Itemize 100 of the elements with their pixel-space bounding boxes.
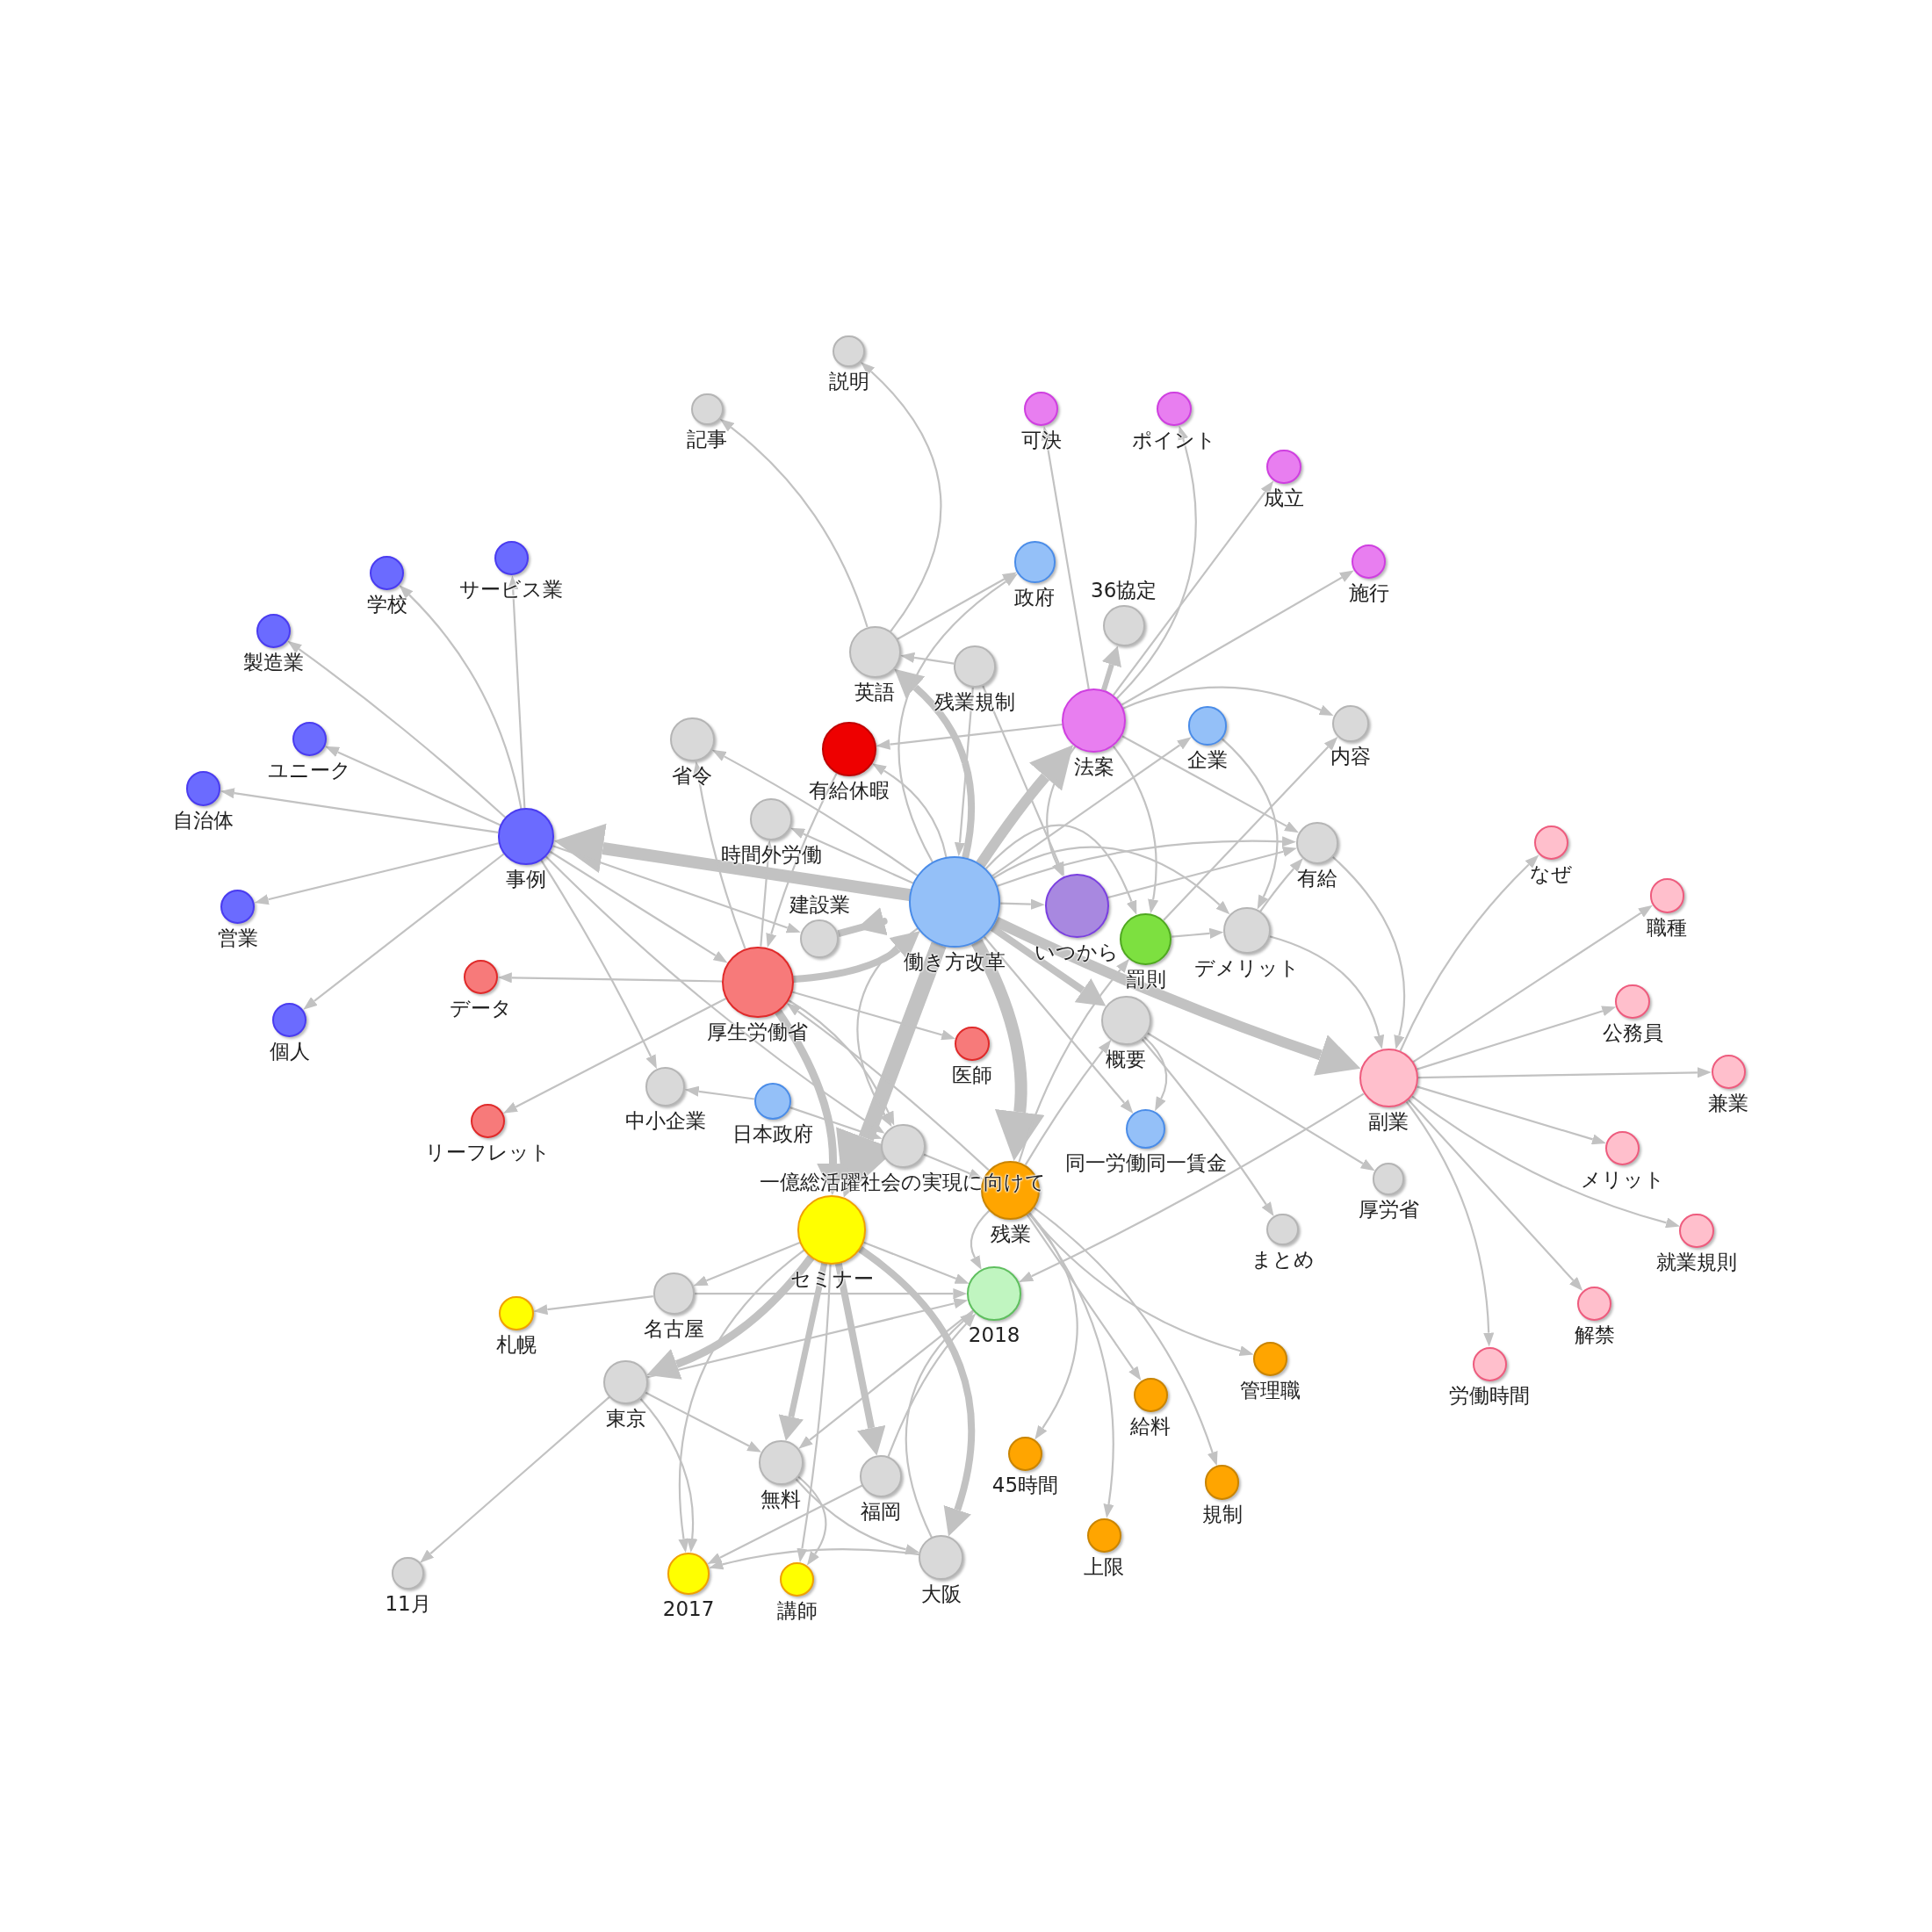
arrow [794, 1477, 921, 1556]
node-label: 無料 [761, 1487, 802, 1511]
arrow [856, 926, 919, 1128]
arrow [1025, 1213, 1143, 1382]
arrow [1268, 934, 1386, 1050]
arrow [953, 686, 975, 858]
arrow [718, 417, 869, 629]
arrow [899, 651, 955, 666]
node-label: リーフレット [425, 1141, 551, 1165]
arrow [532, 1294, 654, 1316]
node-label: ユニーク [267, 759, 351, 783]
arrow [507, 574, 527, 810]
arrow [1046, 745, 1078, 878]
node-label: 2017 [662, 1597, 715, 1621]
arrow [999, 898, 1046, 911]
arrow [1398, 854, 1540, 1053]
node-label: 働き方改革 [904, 949, 1006, 974]
node-label: 罰則 [1125, 967, 1166, 991]
arrow [398, 584, 523, 811]
node-label: 政府 [1014, 585, 1056, 609]
node-label: 就業規則 [1656, 1251, 1737, 1275]
arrow [898, 573, 1019, 864]
node-label: データ [449, 997, 512, 1021]
arrow [644, 1390, 763, 1453]
node-label: 概要 [1106, 1047, 1147, 1071]
node-label: 医師 [952, 1063, 992, 1088]
node-label: 成立 [1264, 487, 1304, 511]
node-label: 上限 [1084, 1554, 1125, 1579]
node-label: 厚生労働省 [707, 1020, 809, 1044]
arrow [790, 990, 957, 1042]
arrow [302, 852, 506, 1011]
arrow [646, 1297, 970, 1380]
arrow [419, 1395, 611, 1564]
node-label: 残業規制 [934, 689, 1015, 714]
arrow [785, 1002, 991, 1172]
node-label: 同一労働同一賃金 [1064, 1150, 1227, 1175]
node-label: 企業 [1187, 747, 1228, 772]
node-label: 営業 [217, 926, 258, 951]
node-label: セミナー [789, 1266, 874, 1291]
node-label: 個人 [269, 1040, 310, 1064]
arrow [789, 826, 915, 885]
arrow [969, 1208, 991, 1272]
node-label: 労働時間 [1449, 1383, 1531, 1408]
arrow [1416, 1005, 1618, 1071]
node-label: 時間外労働 [720, 842, 822, 867]
arrow [1171, 926, 1225, 941]
node-label: 省令 [672, 764, 713, 789]
node-label: 副業 [1368, 1110, 1409, 1135]
node-label: 講師 [776, 1599, 818, 1624]
node-label: 日本政府 [732, 1122, 813, 1147]
node-label: 給料 [1130, 1414, 1171, 1438]
arrow [1143, 1034, 1169, 1113]
arrow [981, 684, 1065, 877]
arrow [539, 859, 658, 1071]
node-label: 兼業 [1708, 1092, 1749, 1116]
arrow [1121, 734, 1300, 834]
arrow [1404, 1099, 1496, 1348]
arrow [1330, 854, 1407, 1051]
arrow [1407, 1098, 1584, 1292]
node-label: 厚労省 [1358, 1197, 1419, 1222]
node-label: 有給休暇 [808, 778, 890, 803]
node-label: なぜ [1530, 862, 1573, 887]
node-label: サービス業 [459, 578, 564, 602]
node-label: 説明 [828, 370, 869, 394]
node-label: 製造業 [242, 651, 304, 674]
node-label: 記事 [687, 428, 728, 452]
node-label: 英語 [854, 680, 896, 704]
node-label: まとめ [1251, 1248, 1315, 1272]
node-label: 名古屋 [643, 1317, 704, 1342]
arrow [1017, 957, 1131, 1164]
arrow [1145, 1031, 1376, 1172]
node-label: 内容 [1330, 744, 1371, 768]
node-label: 規制 [1201, 1502, 1243, 1526]
node-label: 東京 [605, 1407, 646, 1431]
arrow [1111, 745, 1160, 915]
node-label: 2018 [968, 1323, 1020, 1348]
arrow [870, 762, 948, 859]
arrow [905, 1310, 976, 1539]
node-label: 11月 [385, 1591, 431, 1616]
arrow [787, 998, 896, 1127]
arrow [982, 934, 1135, 1115]
arrow [991, 846, 1231, 916]
arrow [875, 722, 1063, 751]
arrow [860, 361, 943, 633]
arrow [1040, 425, 1091, 691]
node-label: 公務員 [1602, 1021, 1663, 1046]
arrow [692, 1240, 802, 1287]
arrow [1023, 1038, 1113, 1167]
arrow [1258, 857, 1304, 913]
node-label: 大阪 [920, 1582, 962, 1606]
node-label: 有給 [1296, 866, 1337, 890]
arrow [710, 748, 919, 878]
arrow [1018, 1092, 1366, 1284]
node-label: 事例 [505, 867, 546, 891]
node-label: 残業 [990, 1222, 1031, 1246]
arrow [797, 1474, 827, 1567]
arrow [796, 1263, 833, 1564]
arrow [1107, 845, 1298, 900]
arrow [1410, 1094, 1682, 1229]
arrow [694, 1287, 969, 1301]
